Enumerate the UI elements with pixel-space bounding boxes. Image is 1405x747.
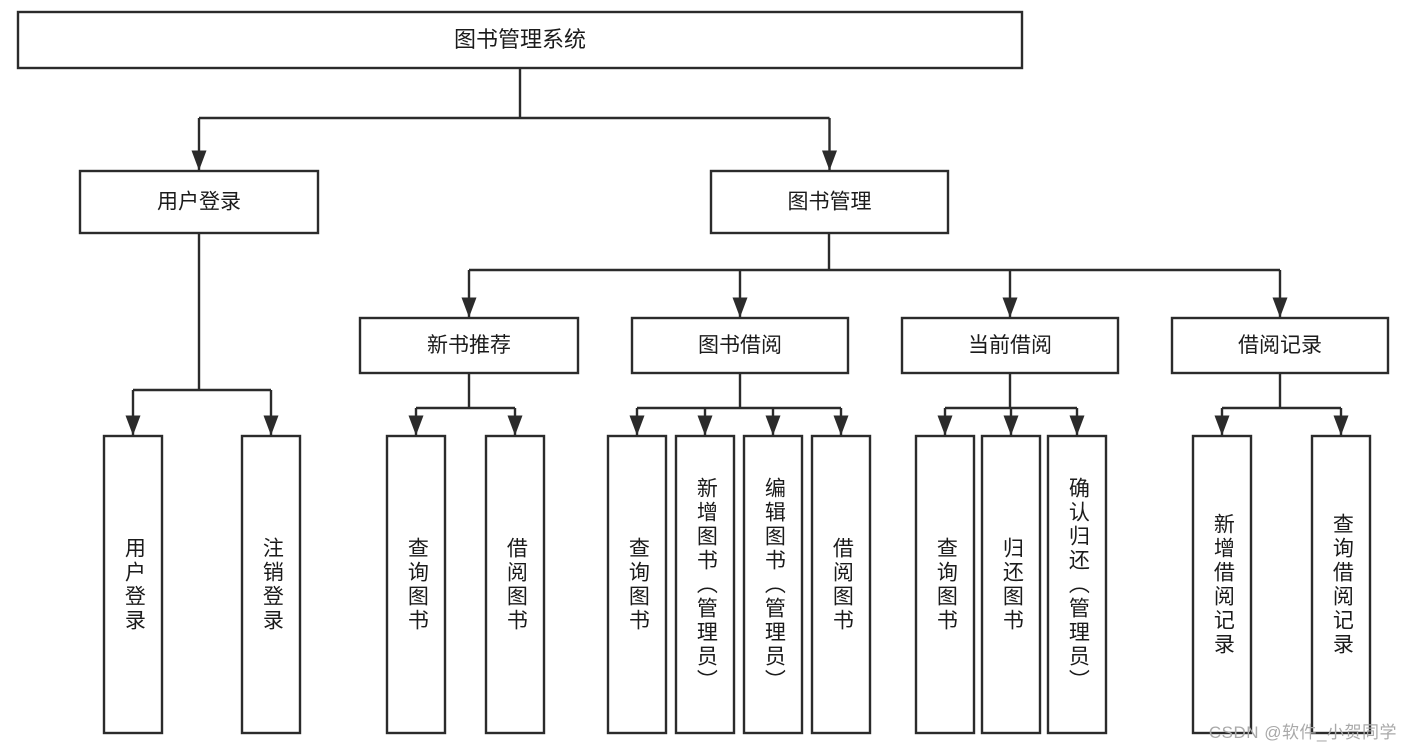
arrow-head-icon (507, 415, 523, 436)
csdn-watermark: CSDN @软件_小贺同学 (1208, 723, 1397, 742)
arrow-head-icon (263, 415, 279, 436)
arrow-head-icon (697, 415, 713, 436)
node-box-leaf-add-book-admin[interactable] (674, 434, 736, 735)
node-borrow-record[interactable]: 借阅记录 (1170, 316, 1390, 375)
node-leaf-borrow-book-2[interactable] (810, 434, 872, 735)
node-box-user-login[interactable] (78, 169, 320, 235)
arrow-head-icon (125, 415, 141, 436)
arrow-head-icon (1214, 415, 1230, 436)
node-box-leaf-add-borrow-record[interactable] (1191, 434, 1253, 735)
node-box-leaf-query-book-1[interactable] (385, 434, 447, 735)
node-leaf-query-borrow-record[interactable] (1310, 434, 1372, 735)
node-leaf-borrow-book-1[interactable] (484, 434, 546, 735)
edge-group-book-manage (461, 233, 1288, 318)
node-box-book-manage[interactable] (709, 169, 950, 235)
arrow-head-icon (408, 415, 424, 436)
node-leaf-logout-login[interactable] (240, 434, 302, 735)
node-box-leaf-user-login[interactable] (102, 434, 164, 735)
arrow-head-icon (191, 150, 207, 171)
arrow-head-icon (1069, 415, 1085, 436)
node-label-user-login: 用户登录 (157, 191, 241, 214)
node-label-book-borrow: 图书借阅 (698, 334, 782, 357)
node-box-leaf-return-book[interactable] (980, 434, 1042, 735)
node-box-leaf-query-book-2[interactable] (606, 434, 668, 735)
node-label-borrow-record: 借阅记录 (1238, 334, 1322, 357)
node-box-leaf-borrow-book-1[interactable] (484, 434, 546, 735)
node-box-leaf-query-book-3[interactable] (914, 434, 976, 735)
node-box-leaf-borrow-book-2[interactable] (810, 434, 872, 735)
edge-group-root (191, 68, 837, 171)
node-leaf-add-borrow-record[interactable] (1191, 434, 1253, 735)
node-box-current-borrow[interactable] (900, 316, 1120, 375)
node-current-borrow[interactable]: 当前借阅 (900, 316, 1120, 375)
arrow-head-icon (732, 297, 748, 318)
node-user-login[interactable]: 用户登录 (78, 169, 320, 235)
node-book-manage[interactable]: 图书管理 (709, 169, 950, 235)
arrow-head-icon (765, 415, 781, 436)
node-leaf-edit-book-admin[interactable] (742, 434, 804, 735)
node-box-leaf-query-borrow-record[interactable] (1310, 434, 1372, 735)
arrow-head-icon (1002, 297, 1018, 318)
node-box-leaf-edit-book-admin[interactable] (742, 434, 804, 735)
arrow-head-icon (1272, 297, 1288, 318)
node-leaf-query-book-3[interactable] (914, 434, 976, 735)
node-box-borrow-record[interactable] (1170, 316, 1390, 375)
node-root[interactable]: 图书管理系统 (16, 10, 1024, 70)
node-leaf-return-book[interactable] (980, 434, 1042, 735)
node-leaf-user-login[interactable] (102, 434, 164, 735)
edge-group-new-book-recommend (408, 373, 523, 436)
arrow-head-icon (1333, 415, 1349, 436)
node-label-current-borrow: 当前借阅 (968, 334, 1052, 357)
node-leaf-confirm-return-admin[interactable] (1046, 434, 1108, 735)
node-label-new-book-recommend: 新书推荐 (427, 334, 511, 357)
node-box-root[interactable] (16, 10, 1024, 70)
node-leaf-query-book-1[interactable] (385, 434, 447, 735)
node-label-book-manage: 图书管理 (788, 191, 872, 214)
edge-group-user-login (125, 233, 279, 436)
edge-group-borrow-record (1214, 373, 1349, 436)
node-leaf-add-book-admin[interactable] (674, 434, 736, 735)
arrow-head-icon (833, 415, 849, 436)
arrow-head-icon (1003, 415, 1019, 436)
node-book-borrow[interactable]: 图书借阅 (630, 316, 850, 375)
arrow-head-icon (822, 150, 837, 171)
node-box-leaf-confirm-return-admin[interactable] (1046, 434, 1108, 735)
node-label-root: 图书管理系统 (454, 27, 586, 52)
node-new-book-recommend[interactable]: 新书推荐 (358, 316, 580, 375)
arrow-head-icon (629, 415, 645, 436)
arrow-head-icon (461, 297, 477, 318)
edge-group-current-borrow (937, 373, 1085, 436)
node-box-leaf-logout-login[interactable] (240, 434, 302, 735)
node-box-book-borrow[interactable] (630, 316, 850, 375)
arrow-head-icon (937, 415, 953, 436)
connector-layer (125, 68, 1349, 436)
node-box-new-book-recommend[interactable] (358, 316, 580, 375)
node-leaf-query-book-2[interactable] (606, 434, 668, 735)
edge-group-book-borrow (629, 373, 849, 436)
